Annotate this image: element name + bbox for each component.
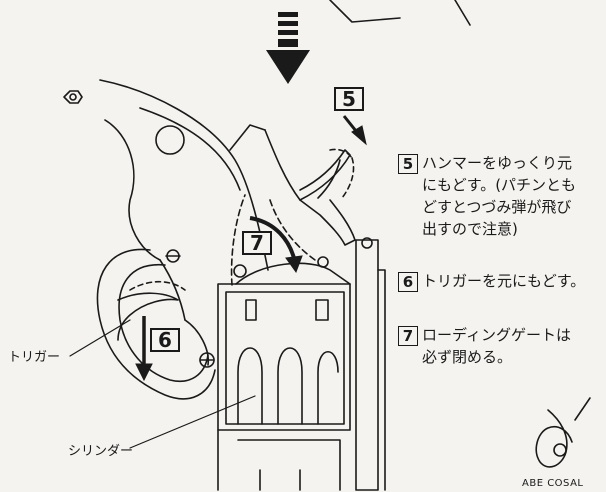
arrow-gate: [249, 216, 303, 274]
step-5-text: ハンマーをゆっくり元 にもどす。(パチンとも どすとつづみ弾が飛び 出すので注意…: [422, 154, 577, 238]
diagram-step-7: 7: [242, 231, 272, 255]
cylinder-frame: [217, 283, 351, 431]
step-7-text: ローディングゲートは 必ず閉める。: [422, 326, 571, 366]
step-5: 5 ハンマーをゆっくり元 にもどす。(パチンとも どすとつづみ弾が飛び 出すので…: [398, 152, 603, 240]
step-6: 6 トリガーを元にもどす。: [398, 270, 603, 292]
trigger-guard: [96, 248, 216, 400]
logo-figure: [535, 409, 573, 468]
top-part-outline: [329, 0, 401, 23]
hammer-outline: [264, 129, 356, 246]
step-7: 7 ローディングゲートは 必ず閉める。: [398, 324, 603, 368]
arrow-hammer: [342, 115, 367, 146]
diagram-step-6: 6: [150, 328, 180, 352]
logo-text: ABE COSAL: [522, 478, 584, 489]
step-6-text: トリガーを元にもどす。: [422, 272, 586, 290]
diagram-step-5: 5: [334, 87, 364, 111]
frame-outline: [99, 79, 269, 271]
down-arrow-large: [266, 12, 310, 84]
nut: [63, 90, 83, 104]
trigger-label: トリガー: [8, 350, 61, 365]
arrow-trigger: [135, 316, 153, 382]
step-7-number: 7: [398, 326, 418, 346]
step-6-number: 6: [398, 272, 418, 292]
cylinder-flutes: [237, 347, 263, 425]
cylinder-label: シリンダー: [68, 444, 134, 459]
step-5-number: 5: [398, 154, 418, 174]
